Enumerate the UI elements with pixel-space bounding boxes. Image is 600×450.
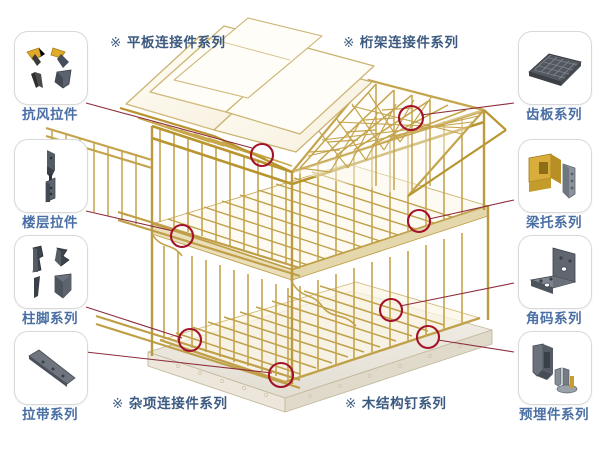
asterisk-mark-icon: ※ — [345, 396, 357, 412]
asterisk-mark-icon: ※ — [343, 35, 355, 51]
caption-floor-tie: 楼层拉件 — [22, 215, 78, 231]
strap-icon — [28, 349, 76, 387]
post-base-icon — [32, 245, 72, 299]
hurricane-tie-icon — [26, 47, 72, 89]
upper-left-wall — [159, 128, 287, 264]
floor-strap-icon — [45, 150, 56, 203]
section-label: 桁架连接件系列 — [359, 35, 459, 51]
interior-posts — [150, 110, 490, 384]
card-floor-tie[interactable] — [14, 139, 88, 213]
section-label: 木结构钉系列 — [361, 396, 447, 412]
caption-strap: 拉带系列 — [22, 407, 78, 423]
section-label: 平板连接件系列 — [126, 35, 226, 51]
joist-hanger-icon — [528, 153, 576, 199]
card-post-base[interactable] — [14, 235, 88, 309]
section-heading-truss: ※桁架连接件系列 — [343, 31, 459, 51]
caption-hurricane-tie: 抗风拉件 — [22, 107, 78, 123]
card-hurricane-tie[interactable] — [14, 31, 88, 105]
caption-post-base: 柱脚系列 — [22, 311, 78, 327]
card-joist-hanger[interactable] — [518, 139, 592, 213]
cutaway-edge — [151, 233, 357, 327]
card-embedded-part[interactable] — [518, 331, 592, 405]
section-heading-nails: ※木结构钉系列 — [345, 392, 447, 412]
section-heading-flat-plate: ※平板连接件系列 — [110, 31, 226, 51]
card-angle-bracket[interactable] — [518, 235, 592, 309]
caption-embedded-part: 预埋件系列 — [519, 407, 589, 423]
embedded-part-icon — [532, 343, 578, 394]
card-strap[interactable] — [14, 331, 88, 405]
card-tooth-plate[interactable] — [518, 31, 592, 105]
section-label: 杂项连接件系列 — [128, 396, 228, 412]
caption-angle-bracket: 角码系列 — [526, 311, 582, 327]
angle-bracket-icon — [529, 247, 577, 294]
tooth-plate-icon — [528, 53, 582, 86]
asterisk-mark-icon: ※ — [112, 396, 124, 412]
asterisk-mark-icon: ※ — [110, 35, 122, 51]
caption-tooth-plate: 齿板系列 — [526, 107, 582, 123]
section-heading-misc: ※杂项连接件系列 — [112, 392, 228, 412]
caption-joist-hanger: 梁托系列 — [526, 215, 582, 231]
